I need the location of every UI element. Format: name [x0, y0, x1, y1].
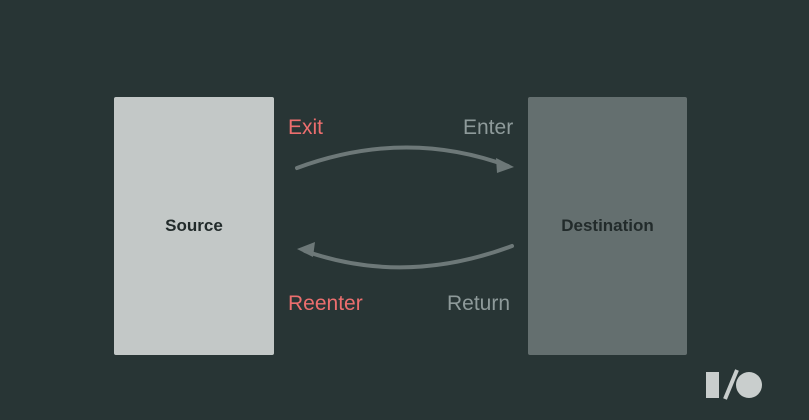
forward-arrow-curve	[295, 145, 510, 170]
destination-box: Destination	[528, 97, 687, 355]
forward-arrow-head	[496, 158, 514, 173]
back-arrow-head	[297, 242, 315, 257]
exit-label: Exit	[288, 116, 324, 139]
source-box: Source	[114, 97, 274, 355]
source-label: Source	[165, 216, 223, 235]
back-arrow-curve	[303, 244, 514, 270]
enter-label: Enter	[463, 116, 514, 139]
reenter-label: Reenter	[288, 292, 363, 315]
destination-label: Destination	[561, 216, 654, 235]
io-logo-icon	[706, 369, 762, 400]
return-label: Return	[447, 292, 511, 315]
